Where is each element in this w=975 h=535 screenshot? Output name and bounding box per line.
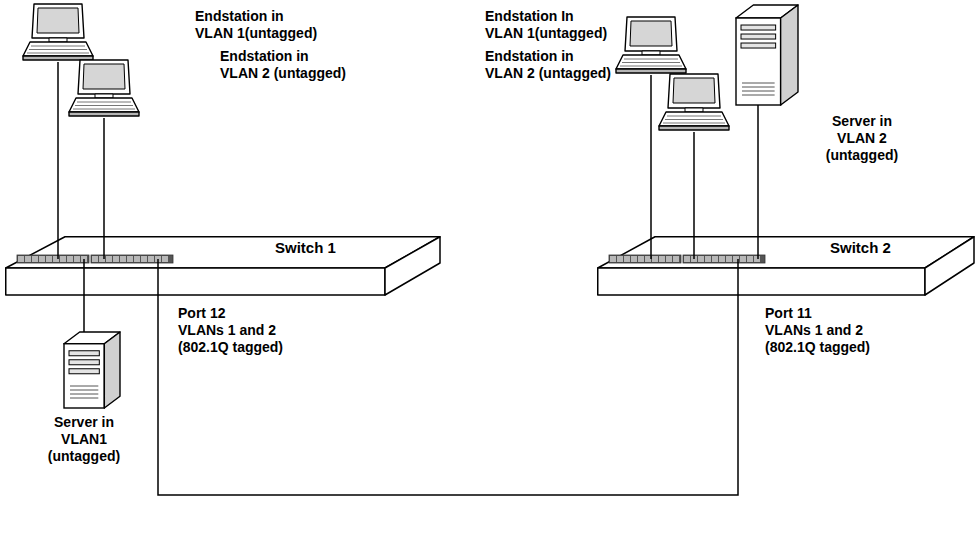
endstation-node: Endstation in VLAN 2 (untagged) (485, 48, 730, 132)
port-label: VLANs 1 and 2 (802.1Q tagged) (765, 322, 873, 356)
node-label: Endstation in VLAN 2 (untagged) (220, 48, 348, 82)
cable-line (693, 132, 695, 236)
server-icon (64, 332, 120, 408)
cable-line (757, 164, 759, 236)
server-node: Server in VLAN1 (untagged) (46, 332, 122, 465)
port-label: Port 12 (178, 305, 225, 322)
node-label: Server in VLAN 2 (untagged) (825, 113, 900, 164)
cable-line (57, 62, 59, 236)
endstation-node: Endstation in VLAN 2 (untagged) (68, 48, 348, 118)
cable-line (650, 75, 652, 236)
node-label: Server in VLAN1 (untagged) (47, 414, 122, 465)
switch-name: Switch 2 (830, 239, 891, 257)
server-icon (736, 5, 798, 105)
cable-line (158, 296, 738, 495)
laptop-icon (615, 15, 687, 75)
node-label: Endstation in VLAN 1(untagged) (195, 8, 320, 42)
switch-node: Switch 2 (597, 236, 975, 296)
node-label: Endstation In VLAN 1(untagged) (485, 8, 610, 42)
cable-line (83, 296, 85, 332)
laptop-icon (22, 2, 94, 62)
node-label: Endstation in VLAN 2 (untagged) (485, 48, 613, 82)
switch-name: Switch 1 (275, 239, 336, 257)
switch-chassis (597, 236, 975, 296)
laptop-icon (68, 58, 140, 118)
cable-line (103, 118, 105, 236)
switch-node: Switch 1 (5, 236, 441, 296)
laptop-icon (658, 72, 730, 132)
server-node: Server in VLAN 2 (untagged) (736, 5, 900, 164)
port-label: VLANs 1 and 2 (802.1Q tagged) (178, 322, 286, 356)
port-label: Port 11 (765, 305, 812, 322)
endstation-node: Endstation In VLAN 1(untagged) (485, 8, 687, 75)
switch-chassis (5, 236, 441, 296)
